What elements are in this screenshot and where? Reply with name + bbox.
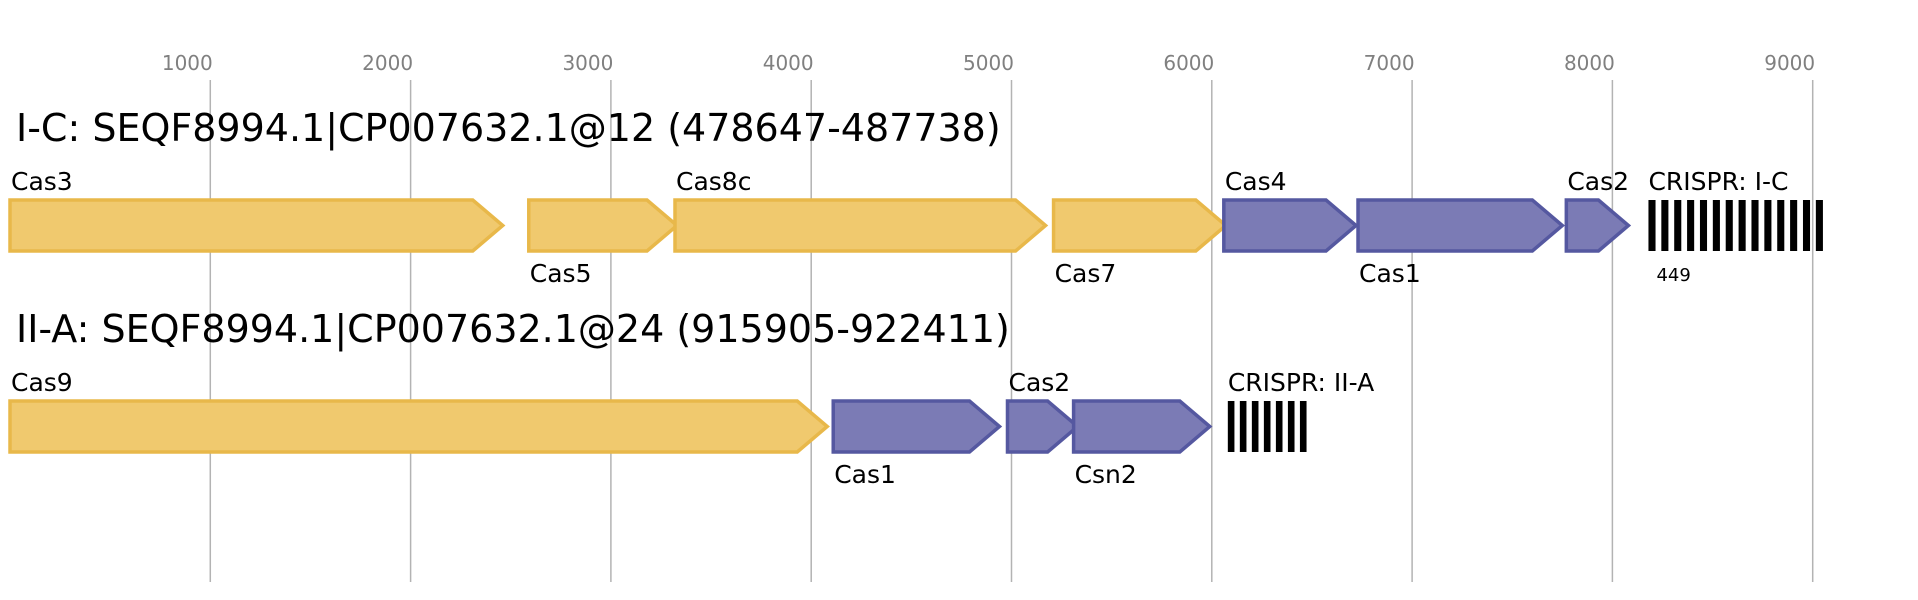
crispr-repeat [1725, 200, 1733, 251]
gene-label-csn2: Csn2 [1075, 460, 1137, 489]
gene-label-cas5: Cas5 [530, 259, 592, 288]
crispr-repeat [1764, 200, 1772, 251]
tick-label: 4000 [763, 51, 814, 75]
crispr-repeat [1227, 401, 1235, 452]
gene-arrow-cas5 [527, 198, 680, 253]
gene-arrow-cas8c [673, 198, 1049, 253]
tick-label: 6000 [1163, 51, 1214, 75]
gene-label-cas8c: Cas8c [676, 167, 751, 196]
gene-arrow-cas3 [8, 198, 506, 253]
axis-grid: 1000 2000 3000 4000 5000 6000 7000 8000 9000 [162, 51, 1815, 582]
operon-track: II-A: SEQF8994.1|CP007632.1@24 (915905-9… [8, 307, 1374, 489]
gene-label-cas2: Cas2 [1008, 368, 1070, 397]
crispr-label: CRISPR: I-C [1648, 167, 1788, 196]
track-title: I-C: SEQF8994.1|CP007632.1@12 (478647-48… [16, 106, 1001, 151]
crispr-repeat [1790, 200, 1798, 251]
tick-label: 2000 [362, 51, 413, 75]
gene-arrow-cas4 [1222, 198, 1359, 253]
gene-arrow-cas1 [831, 399, 1003, 454]
crispr-repeat [1712, 200, 1720, 251]
crispr-repeat [1674, 200, 1682, 251]
crispr-repeat [1239, 401, 1247, 452]
gene-arrow-cas1 [1356, 198, 1566, 253]
gene-label-cas9: Cas9 [11, 368, 73, 397]
crispr-repeat [1263, 401, 1271, 452]
crispr-repeat [1699, 200, 1708, 251]
crispr-repeat [1751, 200, 1759, 251]
gene-label-cas3: Cas3 [11, 167, 73, 196]
crispr-repeat [1299, 401, 1307, 452]
gene-arrow-cas7 [1051, 198, 1229, 253]
tick-label: 8000 [1564, 51, 1615, 75]
crispr-repeat [1275, 401, 1283, 452]
crispr-repeat [1815, 200, 1823, 251]
crispr-repeat [1802, 200, 1811, 251]
tracks: I-C: SEQF8994.1|CP007632.1@12 (478647-48… [8, 106, 1823, 489]
gene-arrow-cas9 [8, 399, 830, 454]
tick-label: 9000 [1764, 51, 1815, 75]
track-title: II-A: SEQF8994.1|CP007632.1@24 (915905-9… [16, 307, 1010, 352]
crispr-repeat [1777, 200, 1785, 251]
operon-track: I-C: SEQF8994.1|CP007632.1@12 (478647-48… [8, 106, 1823, 288]
gene-label-cas1: Cas1 [834, 460, 896, 489]
gene-label-cas7: Cas7 [1055, 259, 1117, 288]
tick-label: 1000 [162, 51, 213, 75]
crispr-repeat [1287, 401, 1295, 452]
gene-arrow-cas2 [1005, 399, 1081, 454]
gene-label-cas2: Cas2 [1567, 167, 1629, 196]
gene-arrow-csn2 [1071, 399, 1213, 454]
crispr-repeat [1251, 401, 1259, 452]
crispr-label: CRISPR: II-A [1228, 368, 1374, 397]
crispr-repeat [1648, 200, 1656, 251]
gene-label-cas1: Cas1 [1359, 259, 1421, 288]
crispr-count-label: 449 [1656, 265, 1690, 286]
tick-label: 3000 [562, 51, 613, 75]
tick-label: 7000 [1364, 51, 1415, 75]
crispr-repeat [1687, 200, 1695, 251]
gene-arrow-cas2 [1564, 198, 1632, 253]
tick-label: 5000 [963, 51, 1014, 75]
crispr-repeat [1661, 200, 1669, 251]
gene-label-cas4: Cas4 [1225, 167, 1287, 196]
crispr-repeat [1738, 200, 1746, 251]
